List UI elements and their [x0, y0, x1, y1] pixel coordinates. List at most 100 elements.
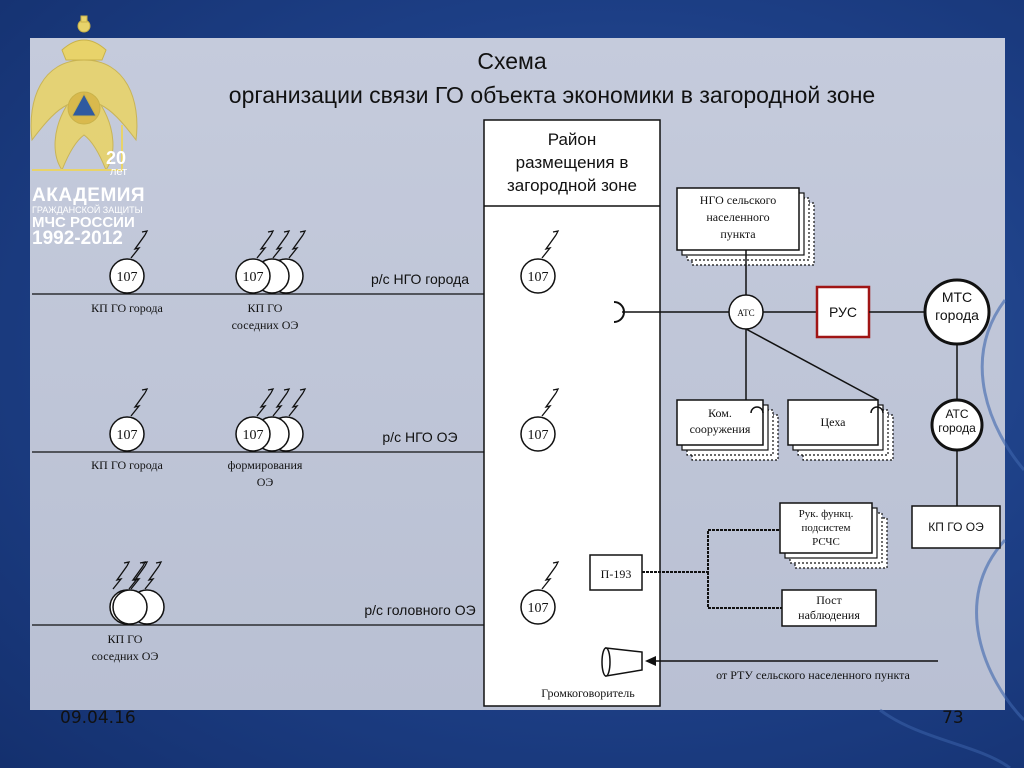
ceha-phone-icon: [870, 406, 884, 414]
line-p193-to-ruk: [642, 529, 780, 573]
footer-date: 09.04.16: [60, 708, 136, 728]
row-1-line-label: р/с НГО города: [371, 271, 469, 287]
loudspeaker-label: Громкоговоритель: [541, 686, 635, 700]
row-2-zone-antenna-icon-tip: [552, 388, 560, 394]
zone-title-2: размещения в: [516, 153, 629, 172]
line-p193-to-post: [707, 572, 782, 609]
row-1-left-station-label: 107: [117, 270, 138, 285]
row-1-mid-antenna-1-icon: [256, 234, 272, 259]
row-2-mid-antenna-2-icon-tip: [283, 388, 291, 394]
row-2-mid-antenna-2-icon: [272, 392, 288, 417]
post-label-2: наблюдения: [798, 608, 860, 622]
row-3-left-station-middle: [112, 589, 148, 625]
zone-title-1: Район: [548, 130, 597, 149]
row-2-zone-antenna-icon: [541, 392, 557, 417]
logo-years-number: 20: [106, 148, 127, 168]
row-2-zone-station: [520, 416, 556, 452]
ruk-func-label-3: РСЧС: [812, 536, 840, 548]
ngo-village-label-2: населенного: [706, 210, 769, 224]
row-1-mid-antenna-3-icon: [288, 234, 304, 259]
footer-page-number: 73: [942, 708, 964, 728]
row-2-left-label-1: КП ГО города: [91, 458, 163, 472]
row-3-left-label-1: КП ГО: [108, 632, 143, 646]
row-2-mid-station: [235, 416, 271, 452]
rus-label: РУС: [829, 304, 857, 320]
row-2-mid-antenna-1-icon-tip: [267, 388, 275, 394]
rus-box: [815, 285, 871, 339]
row-1-left-antenna-icon: [130, 234, 146, 259]
row-3-left-antenna-2-icon: [128, 565, 144, 590]
row-3-left-antenna-1-icon-tip: [123, 561, 131, 567]
row-1-left-label-1: КП ГО города: [91, 301, 163, 315]
row-2-left-antenna-icon-tip: [141, 388, 149, 394]
kom-label-2: сооружения: [690, 422, 751, 436]
row-1-mid-station-label: 107: [243, 270, 264, 285]
zone-title-3: загородной зоне: [507, 176, 637, 195]
row-2-mid-antenna-3-icon: [288, 392, 304, 417]
post-box: [781, 589, 877, 627]
row-3-left-antenna-1-icon: [112, 565, 128, 590]
row-2-mid-antenna-1-icon: [256, 392, 272, 417]
row-2-mid-antenna-3-icon-tip: [299, 388, 307, 394]
p193-label: П-193: [601, 567, 632, 581]
row-1-zone-station: [520, 258, 556, 294]
ats-label: АТС: [737, 308, 754, 318]
row-2-left-station: [109, 416, 145, 452]
ats-city-label-2: города: [938, 421, 976, 435]
row-1-mid-station: [235, 258, 271, 294]
mts-city-label-2: города: [935, 307, 979, 323]
row-1-mid-antenna-2-icon-tip: [283, 230, 291, 236]
row-2-left-station-label: 107: [117, 428, 138, 443]
line-ats-to-ceha: [745, 328, 879, 401]
row-1-mid-antenna-2-icon: [272, 234, 288, 259]
kp-go-oe-label: КП ГО ОЭ: [928, 520, 984, 534]
rtu-arrow-icon: [645, 656, 656, 666]
ats-city-label-1: АТС: [945, 407, 968, 421]
ruk-func-label-2: подсистем: [802, 522, 851, 534]
ngo-village-label-1: НГО сельского: [700, 193, 776, 207]
row-3-left-antenna-2-icon-tip: [139, 561, 147, 567]
row-3-left-antenna-icon: [130, 565, 146, 590]
ruk-func-box: [779, 502, 873, 554]
kom-box: [676, 399, 764, 446]
logo-years-word: лет: [110, 166, 128, 178]
row-2-left-antenna-icon: [130, 392, 146, 417]
p193-box: [589, 554, 643, 591]
rtu-label: от РТУ сельского населенного пункта: [716, 668, 910, 682]
ceha-label: Цеха: [820, 415, 846, 429]
kom-label-1: Ком.: [708, 406, 732, 420]
row-3-zone-station: [520, 589, 556, 625]
row-1-mid-label-2: соседних ОЭ: [232, 318, 299, 332]
row-3-line-label: р/с головного ОЭ: [364, 602, 475, 618]
ruk-func-label-1: Рук. функц.: [799, 508, 854, 520]
row-1-mid-antenna-3-icon-tip: [299, 230, 307, 236]
row-3-left-label-2: соседних ОЭ: [92, 649, 159, 663]
ceha-box: [787, 399, 879, 446]
row-1-mid-label-1: КП ГО: [248, 301, 283, 315]
row-3-zone-station-label: 107: [528, 601, 549, 616]
logo-line-years: 1992-2012: [32, 228, 123, 249]
zone-box: [483, 119, 661, 707]
kom-phone-icon: [750, 406, 764, 414]
mts-city-label-1: МТС: [942, 289, 972, 305]
row-1-zone-antenna-icon: [541, 234, 557, 259]
row-3-left-antenna-3-icon: [144, 565, 160, 590]
logo-line-mchs: МЧС РОССИИ: [32, 214, 135, 231]
slide-title-line1: Схема: [477, 48, 547, 74]
row-2-line-label: р/с НГО ОЭ: [382, 429, 457, 445]
row-1-left-station: [109, 258, 145, 294]
mchs-emblem-icon: [30, 15, 138, 172]
post-label-1: Пост: [816, 593, 842, 607]
row-1-mid-antenna-1-icon-tip: [267, 230, 275, 236]
logo-line-civil-defense: ГРАЖДАНСКОЙ ЗАЩИТЫ: [32, 205, 143, 215]
row-1-zone-antenna-icon-tip: [552, 230, 560, 236]
row-1-zone-station-label: 107: [528, 270, 549, 285]
row-1-left-antenna-icon-tip: [141, 230, 149, 236]
ngo-village-label-3: пункта: [720, 227, 756, 241]
ngo-village-box: [676, 187, 800, 251]
row-2-mid-station-label: 107: [243, 428, 264, 443]
row-2-zone-station-label: 107: [528, 428, 549, 443]
slide-title-line2: организации связи ГО объекта экономики в…: [228, 82, 876, 108]
